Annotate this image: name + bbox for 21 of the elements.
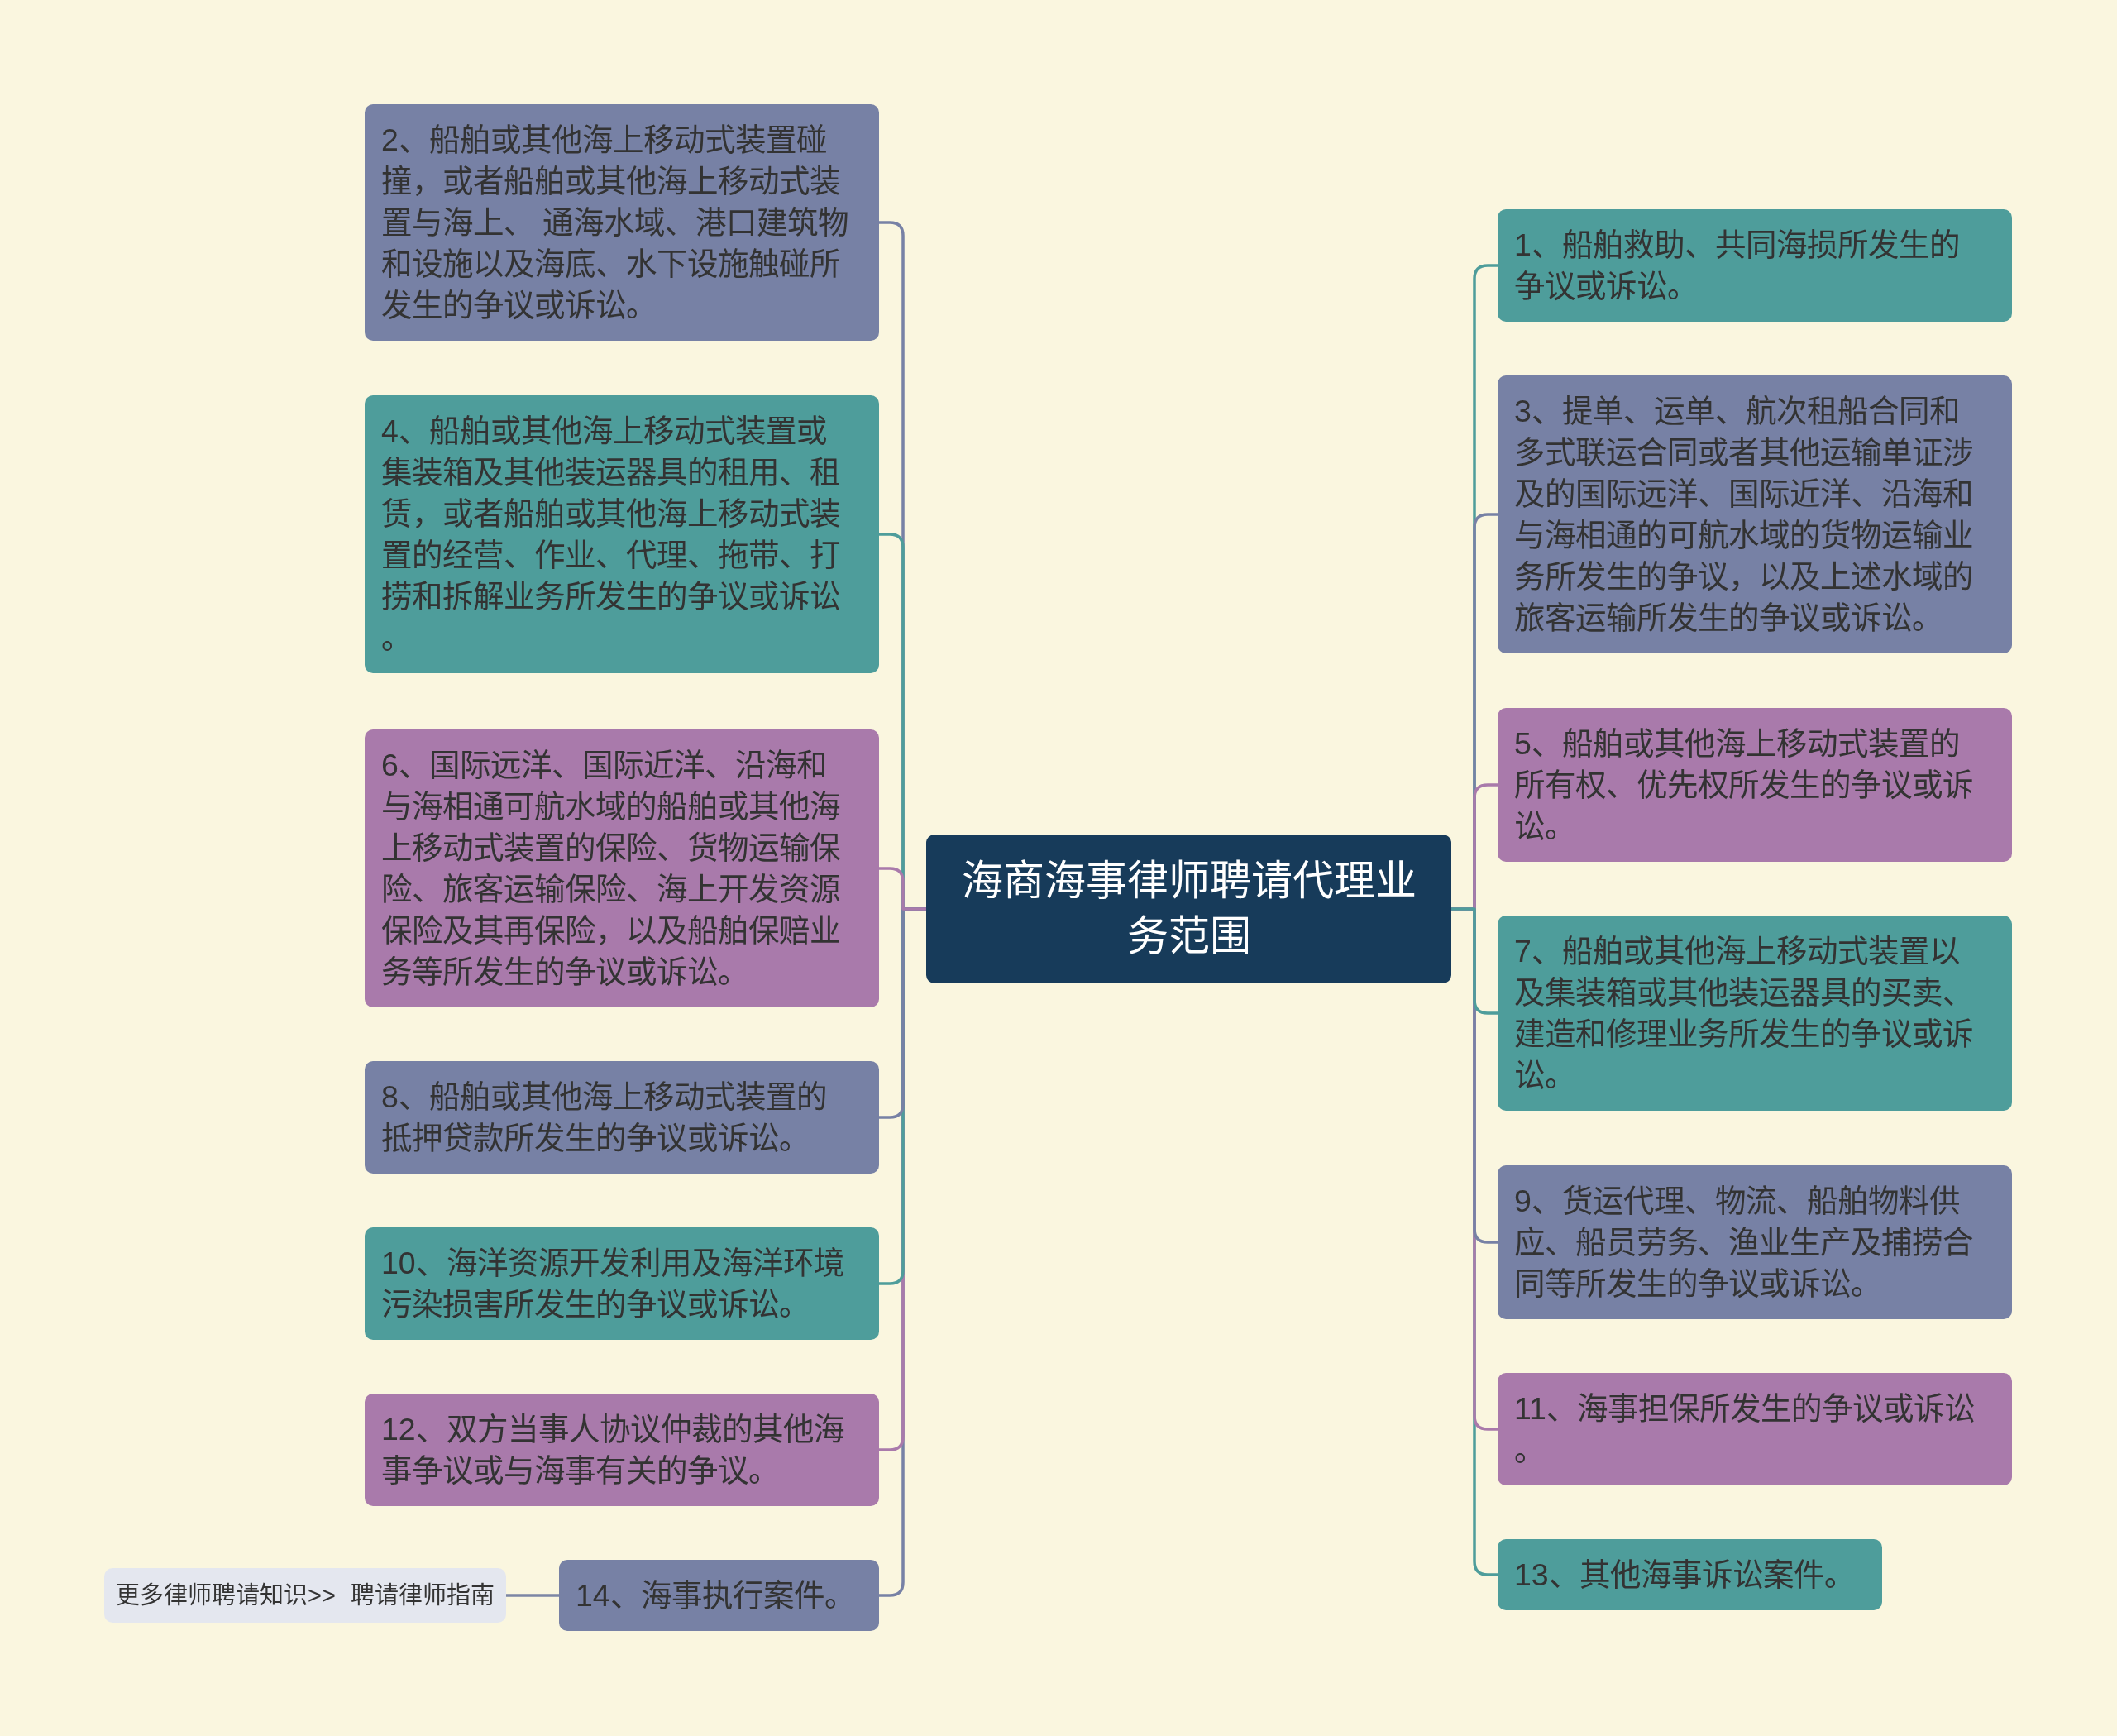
topic-box: 6、国际远洋、国际近洋、沿海和与海相通可航水域的船舶或其他海上移动式装置的保险、货物运输保险、旅客运输保险、海上开发资源保险及其再保险，以及船舶保赔业务等所发生的争议或诉讼。 [365, 729, 879, 1007]
topic-box: 8、船舶或其他海上移动式装置的抵押贷款所发生的争议或诉讼。 [365, 1061, 879, 1174]
topic-box: 1、船舶救助、共同海损所发生的争议或诉讼。 [1498, 209, 2012, 322]
topic-box: 14、海事执行案件。 [559, 1560, 879, 1631]
topic-box: 7、船舶或其他海上移动式装置以及集装箱或其他装运器具的买卖、建造和修理业务所发生的争议或诉讼。 [1498, 916, 2012, 1111]
connector-line [1451, 907, 1498, 1015]
topic-box: 11、海事担保所发生的争议或诉讼。 [1498, 1373, 2012, 1485]
topic-box: 13、其他海事诉讼案件。 [1498, 1539, 1882, 1610]
topic-box: 9、货运代理、物流、船舶物料供应、船员劳务、渔业生产及捕捞合同等所发生的争议或诉讼。 [1498, 1165, 2012, 1319]
topic-box: 2、船舶或其他海上移动式装置碰撞，或者船舶或其他海上移动式装置与海上、 通海水域、港口建筑物和设施以及海底、水下设施触碰所发生的争议或诉讼。 [365, 104, 879, 341]
connector-line [506, 1594, 559, 1597]
text-link: 更多律师聘请知识>> [116, 1581, 336, 1610]
topic-box: 5、船舶或其他海上移动式装置的所有权、优先权所发生的争议或诉讼。 [1498, 708, 2012, 862]
link-panel [104, 1568, 506, 1623]
topic-box: 3、提单、运单、航次租船合同和多式联运合同或者其他运输单证涉及的国际远洋、国际近洋、沿海和与海相通的可航水域的货物运输业务所发生的争议，以及上述水域的旅客运输所发生的争议或诉讼。 [1498, 375, 2012, 653]
text-link: 聘请律师指南 [350, 1581, 495, 1610]
connector-line [879, 867, 926, 911]
topic-box: 12、双方当事人协议仲裁的其他海事争议或与海事有关的争议。 [365, 1394, 879, 1506]
topic-box: 4、船舶或其他海上移动式装置或集装箱及其他装运器具的租用、租赁，或者船舶或其他海上移动式装置的经营、作业、代理、拖带、打捞和拆解业务所发生的争议或诉讼。 [365, 395, 879, 673]
topic-box: 10、海洋资源开发利用及海洋环境污染损害所发生的争议或诉讼。 [365, 1227, 879, 1340]
central-topic-box: 海商海事律师聘请代理业务范围 [926, 835, 1451, 983]
